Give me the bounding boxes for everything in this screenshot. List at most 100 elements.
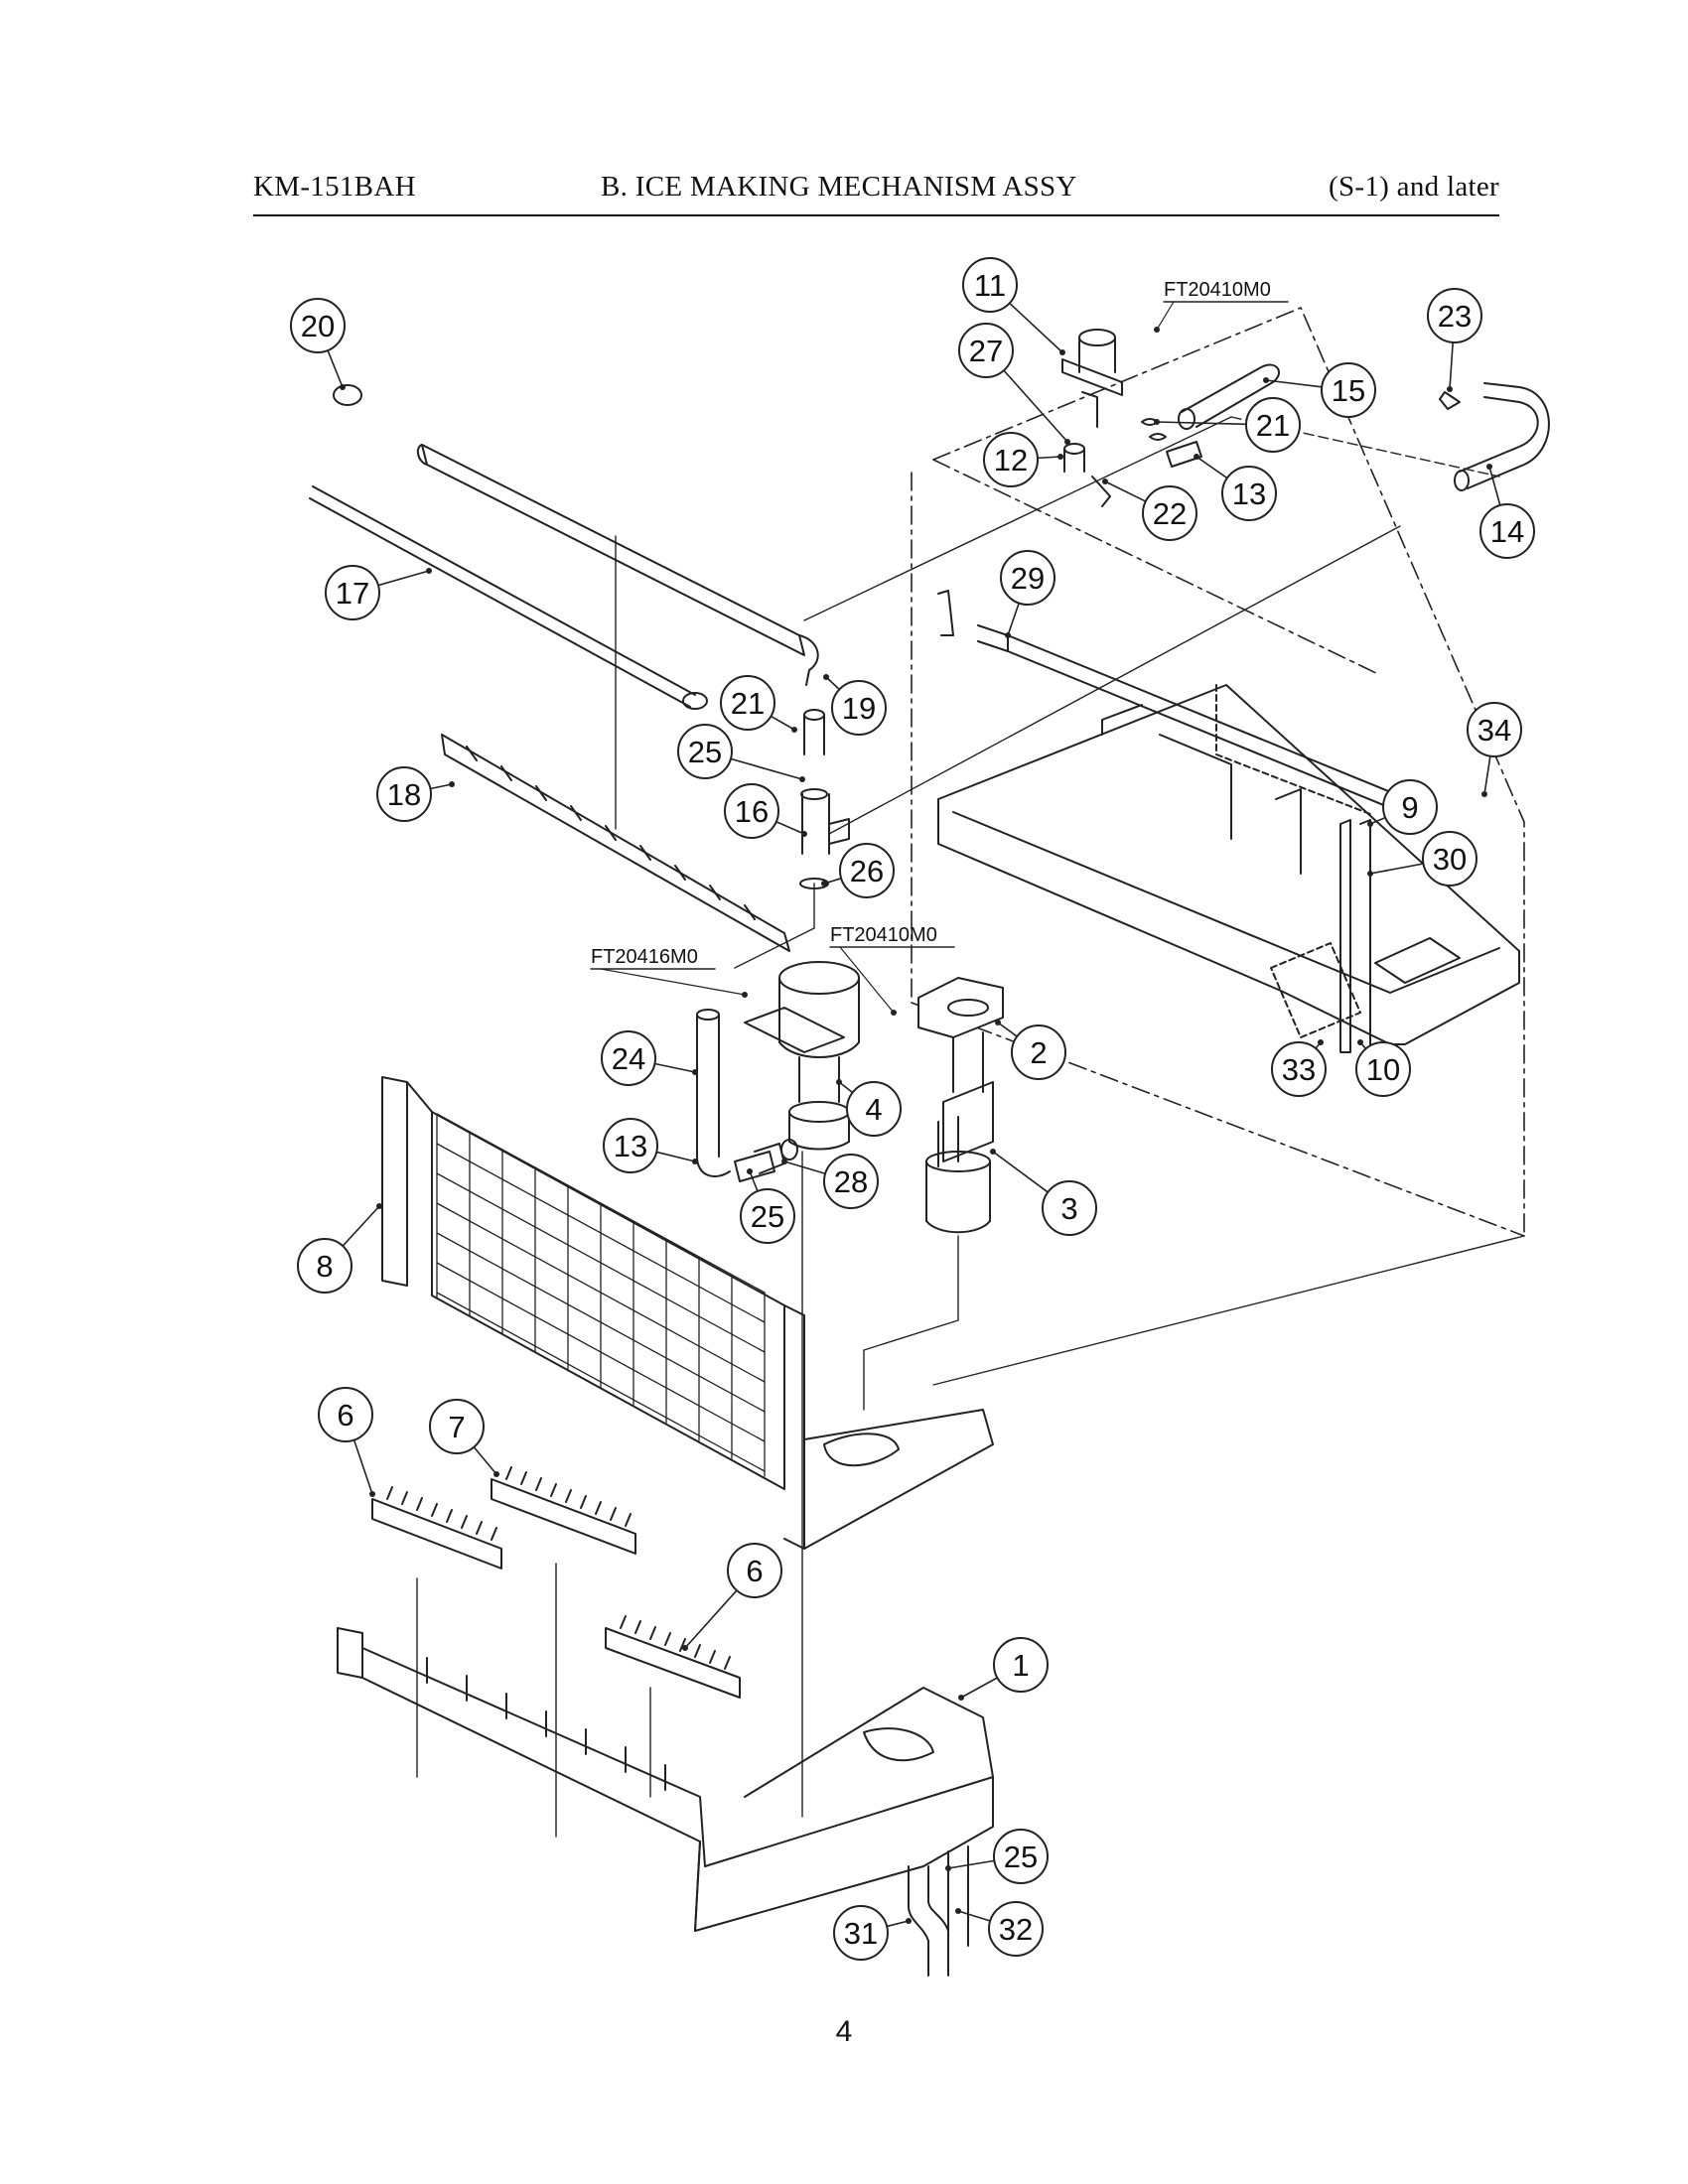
callout-number: 2 — [1030, 1035, 1047, 1070]
callout-9: 9 — [1367, 779, 1438, 835]
header-model: KM-151BAH — [253, 171, 416, 203]
callout-number: 13 — [1232, 477, 1266, 511]
tube-24 — [696, 1009, 731, 1177]
spray-tube-assembly — [333, 384, 819, 686]
callout-13: 13 — [603, 1118, 698, 1173]
callout-number: 9 — [1401, 790, 1418, 825]
callout-number: 3 — [1060, 1191, 1077, 1226]
callout-number: 24 — [612, 1041, 645, 1076]
part-code-text: FT20410M0 — [1164, 279, 1271, 301]
callout-number: 14 — [1490, 514, 1524, 549]
header-serial-range: (S-1) and later — [1329, 171, 1499, 203]
callout-number: 20 — [301, 309, 335, 343]
pump-housing-2 — [917, 977, 1004, 1093]
callout-32: 32 — [955, 1901, 1044, 1957]
callout-number: 12 — [994, 443, 1028, 478]
callout-34: 34 — [1467, 702, 1522, 797]
cube-guide-6-right — [605, 1615, 741, 1699]
callout-21: 21 — [720, 675, 797, 733]
callout-number: 1 — [1012, 1648, 1029, 1683]
callout-number: 27 — [969, 334, 1003, 368]
callout-28: 28 — [781, 1154, 879, 1209]
callout-31: 31 — [833, 1905, 912, 1961]
callout-26: 26 — [821, 843, 895, 898]
callout-16: 16 — [724, 783, 807, 839]
callout-29: 29 — [1000, 550, 1055, 638]
callout-number: 7 — [448, 1410, 465, 1444]
callout-12: 12 — [983, 432, 1063, 487]
callout-15: 15 — [1263, 362, 1376, 418]
callout-number: 4 — [865, 1092, 882, 1127]
callout-30: 30 — [1367, 831, 1477, 887]
part-code-text: FT20416M0 — [591, 946, 698, 968]
cube-guide-pipe — [937, 590, 1421, 821]
water-tank-1 — [337, 1627, 994, 1932]
callout-25: 25 — [945, 1829, 1049, 1884]
callout-number: 25 — [751, 1199, 784, 1234]
callout-18: 18 — [376, 766, 455, 822]
callout-number: 26 — [850, 854, 884, 888]
page-number: 4 — [835, 2015, 853, 2048]
cube-guide-7 — [491, 1466, 636, 1555]
header-rule — [253, 214, 1499, 216]
nut-23 — [1439, 391, 1461, 410]
callout-number: 23 — [1438, 299, 1472, 334]
callout-number: 17 — [336, 576, 369, 611]
callout-number: 33 — [1282, 1052, 1316, 1087]
callout-17: 17 — [325, 565, 432, 620]
callout-number: 29 — [1011, 561, 1045, 596]
cube-guide-6-left — [371, 1486, 502, 1570]
hose-14 — [1454, 382, 1550, 491]
part-code-label: FT20410M0 — [1154, 279, 1289, 333]
callout-33: 33 — [1271, 1039, 1327, 1097]
callout-11: 11 — [962, 257, 1065, 355]
separator-18 — [441, 734, 790, 952]
callout-24: 24 — [601, 1030, 698, 1086]
callout-number: 25 — [688, 735, 722, 769]
callout-21: 21 — [1154, 397, 1301, 453]
callout-22: 22 — [1102, 478, 1197, 541]
callout-23: 23 — [1427, 288, 1482, 392]
pump-motor-4 — [744, 961, 860, 1151]
evaporator-8 — [381, 1076, 994, 1550]
callout-number: 32 — [999, 1912, 1033, 1947]
callout-number: 16 — [735, 794, 769, 829]
callout-number: 28 — [834, 1164, 868, 1199]
part-code-label: FT20416M0 — [590, 946, 748, 998]
tube-13-top — [1166, 441, 1202, 468]
callout-number: 22 — [1153, 496, 1187, 531]
callout-number: 6 — [746, 1554, 763, 1588]
callout-25: 25 — [677, 724, 805, 782]
callout-number: 21 — [1256, 408, 1290, 443]
callout-layer: 1234667891011121313141516171819202121222… — [290, 257, 1535, 1961]
callout-2: 2 — [995, 1020, 1066, 1080]
callout-19: 19 — [823, 674, 887, 736]
header-title: B. ICE MAKING MECHANISM ASSY — [601, 171, 1077, 203]
water-valve-fitting-group — [1061, 329, 1123, 507]
callout-number: 31 — [844, 1916, 878, 1951]
callout-20: 20 — [290, 298, 346, 390]
float-switch-bracket — [1339, 819, 1371, 1053]
callout-4: 4 — [836, 1079, 902, 1137]
elbow-13-25-28 — [734, 1139, 798, 1182]
callout-number: 30 — [1433, 842, 1467, 877]
callout-number: 15 — [1332, 373, 1365, 408]
callout-6: 6 — [682, 1543, 782, 1651]
water-supply-pipe-17 — [309, 485, 708, 710]
part-code-text: FT20410M0 — [830, 924, 937, 946]
filter-3 — [925, 1081, 994, 1234]
explode-lines — [416, 416, 1525, 1838]
callout-10: 10 — [1355, 1039, 1411, 1097]
callout-number: 34 — [1477, 713, 1511, 748]
callout-1: 1 — [958, 1637, 1049, 1701]
callout-27: 27 — [958, 323, 1070, 445]
callout-number: 11 — [974, 268, 1006, 303]
callout-number: 25 — [1004, 1840, 1038, 1874]
callout-7: 7 — [429, 1399, 499, 1477]
callout-25: 25 — [740, 1168, 795, 1244]
callout-13: 13 — [1194, 454, 1277, 521]
part-code-label: FT20410M0 — [829, 924, 955, 1016]
callout-6: 6 — [318, 1387, 375, 1497]
